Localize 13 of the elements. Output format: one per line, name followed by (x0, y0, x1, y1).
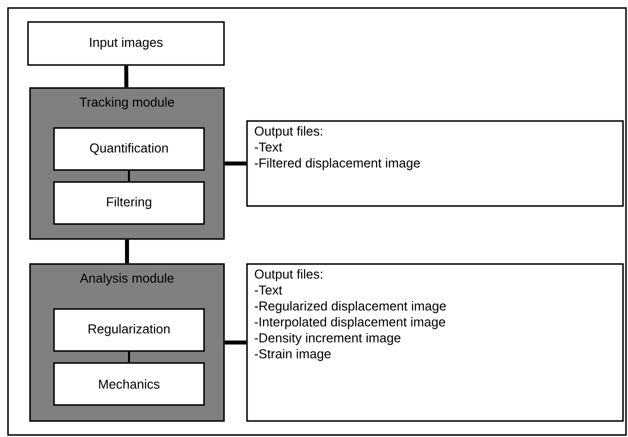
process-box: Input images (27, 21, 225, 66)
connector-line (224, 162, 246, 166)
process-box: Quantification (53, 127, 205, 171)
connector-line (124, 66, 128, 88)
output-box: Output files: -Text -Filtered displacement image (246, 120, 624, 207)
process-box: Regularization (53, 308, 205, 352)
connector-line (125, 240, 129, 264)
process-box: Filtering (53, 181, 205, 225)
output-box: Output files: -Text -Regularized displacement image -Interpolated displacement image -Density increment image -Strain image (246, 263, 624, 422)
connector-line (224, 340, 246, 344)
connector-line (128, 352, 130, 362)
connector-line (128, 170, 130, 182)
process-box: Mechanics (53, 362, 205, 406)
